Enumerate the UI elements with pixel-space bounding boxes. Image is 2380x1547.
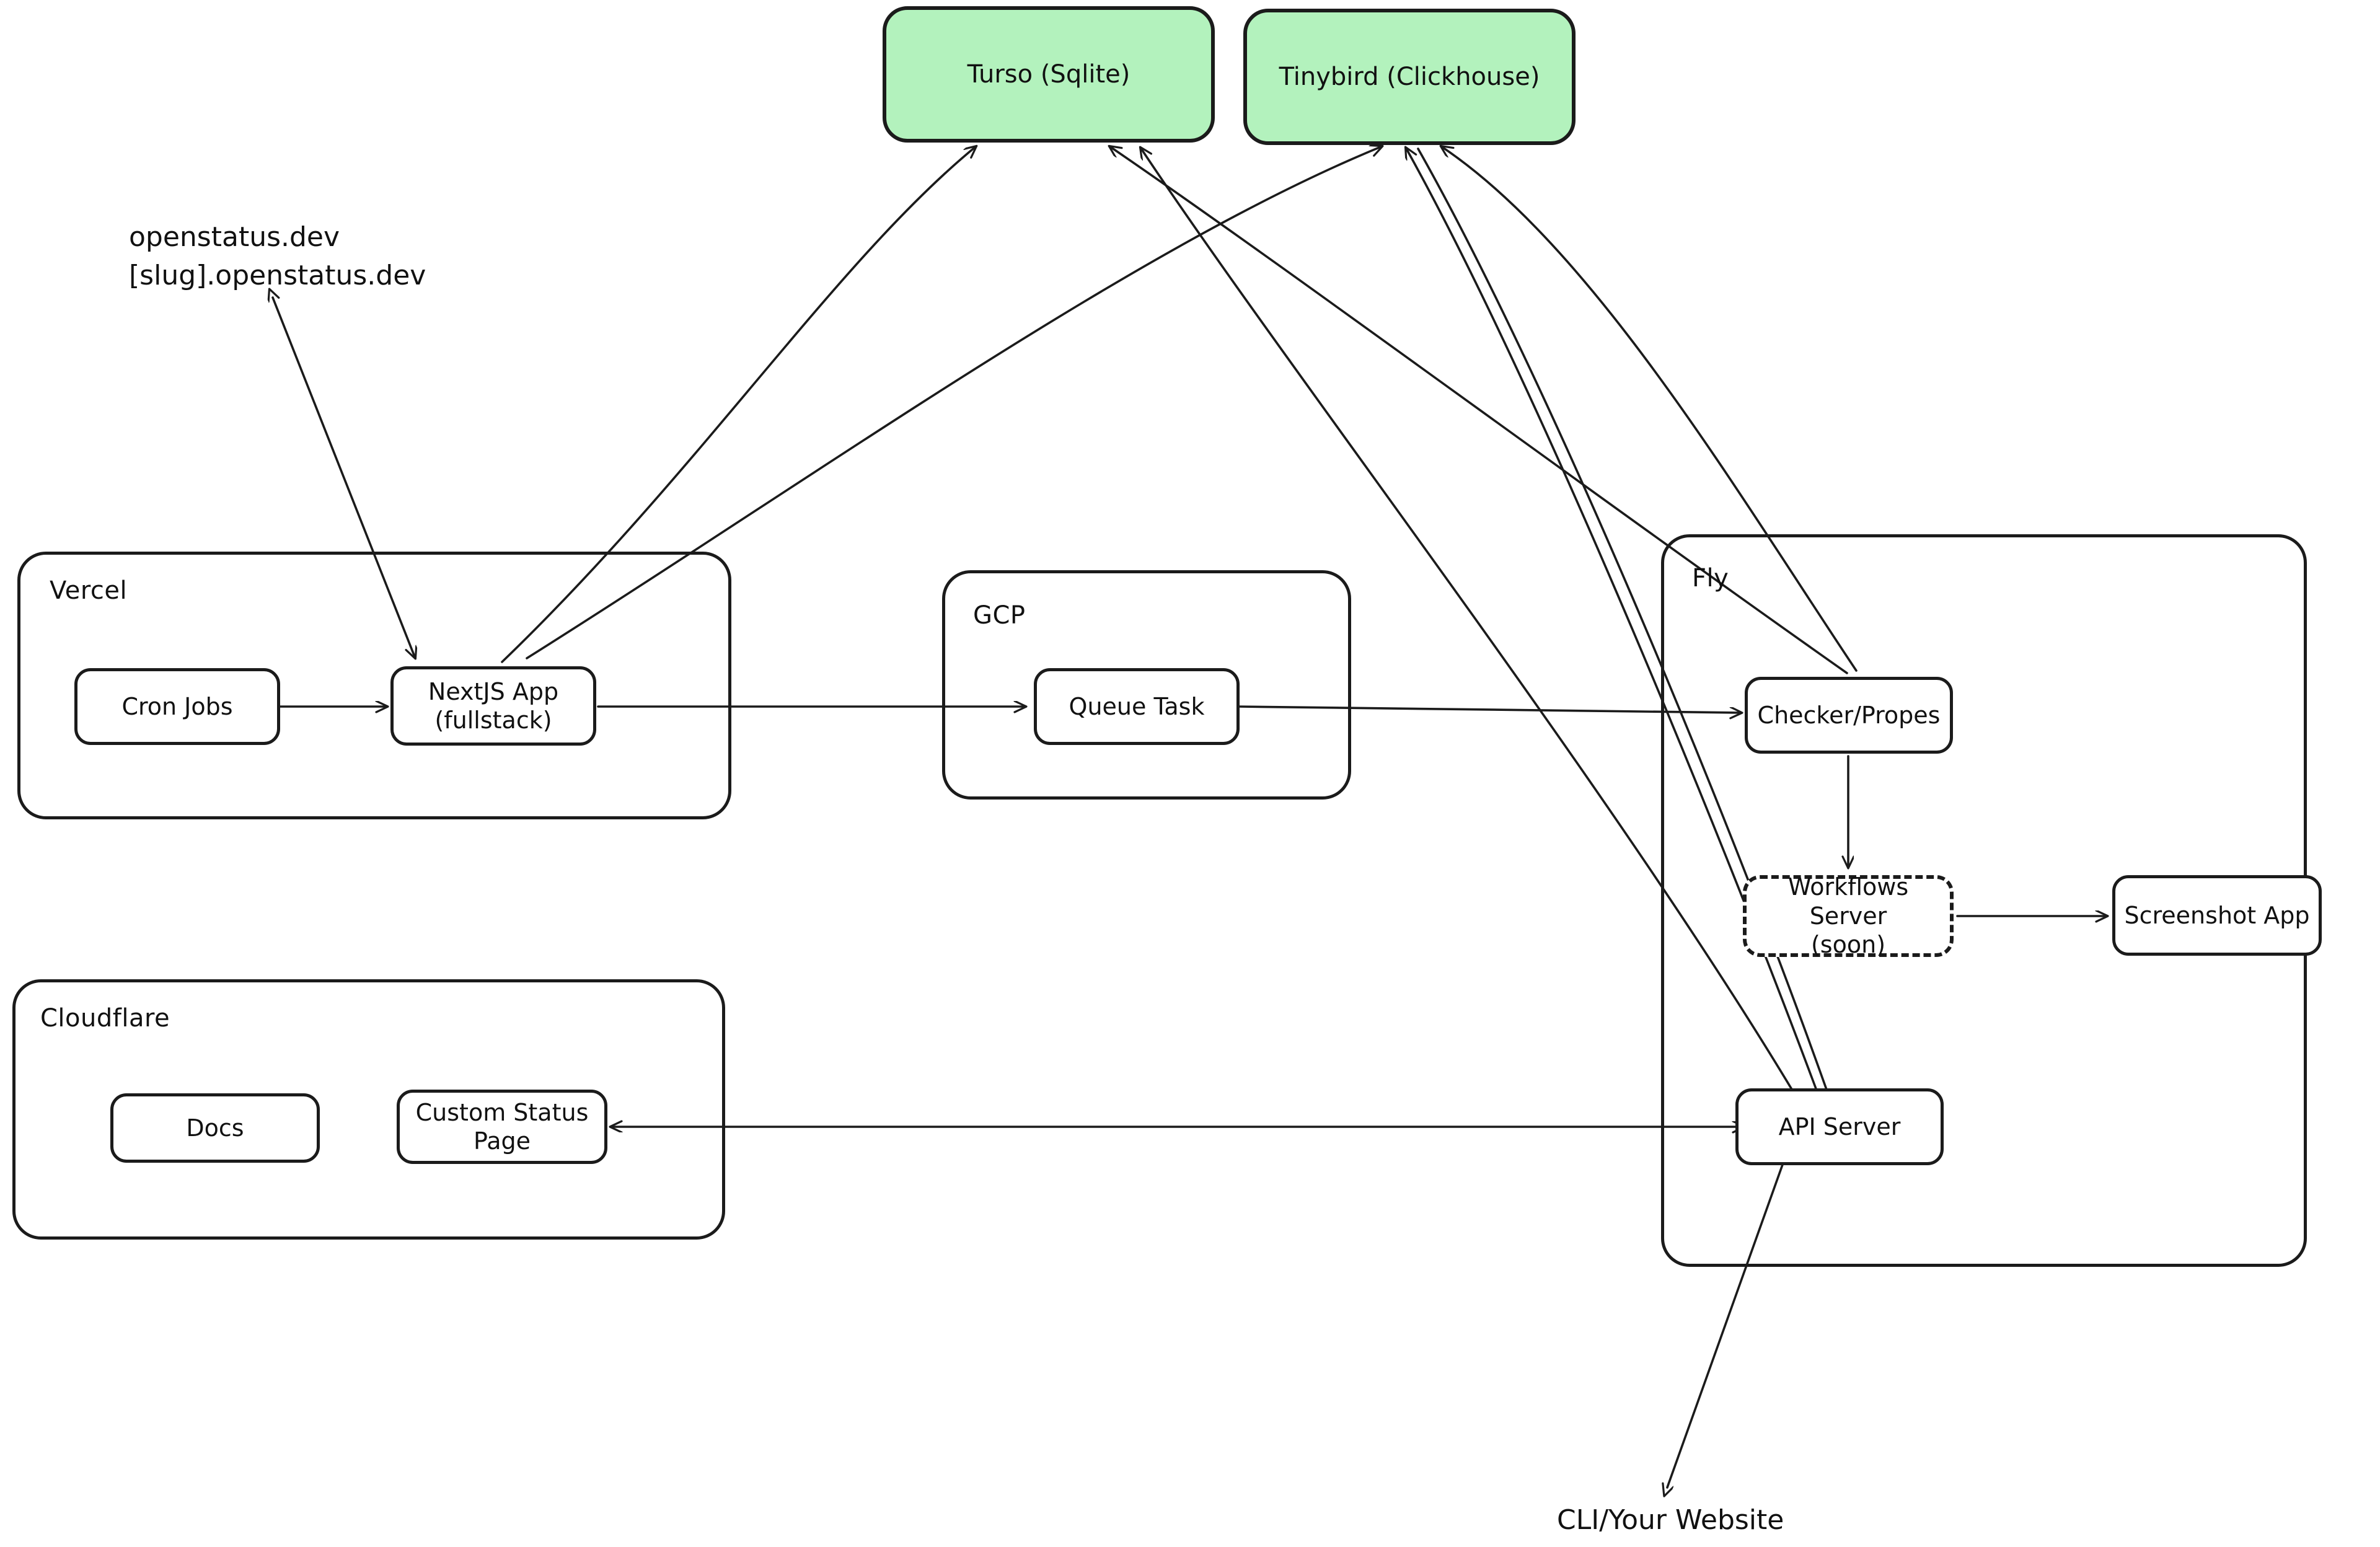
node-workflows-server-label: Workflows Server (soon) — [1787, 873, 1909, 959]
group-label-cloudflare: Cloudflare — [40, 1004, 170, 1033]
node-cron-jobs[interactable]: Cron Jobs — [74, 668, 280, 745]
node-custom-status-page-label: Custom Status Page — [415, 1098, 589, 1155]
node-checker-probes[interactable]: Checker/Propes — [1745, 677, 1953, 754]
node-screenshot-app[interactable]: Screenshot App — [2112, 875, 2322, 956]
label-cli-website: CLI/Your Website — [1557, 1504, 1784, 1536]
group-label-vercel: Vercel — [50, 576, 128, 605]
node-custom-status-page[interactable]: Custom Status Page — [397, 1090, 607, 1164]
node-docs[interactable]: Docs — [110, 1093, 320, 1163]
node-queue-task-label: Queue Task — [1069, 692, 1205, 720]
node-api-server-label: API Server — [1778, 1113, 1901, 1140]
group-cloudflare — [12, 979, 725, 1240]
node-checker-probes-label: Checker/Propes — [1757, 701, 1941, 729]
group-label-fly: Fly — [1692, 564, 1729, 593]
node-screenshot-app-label: Screenshot App — [2124, 901, 2310, 929]
group-label-gcp: GCP — [973, 601, 1026, 630]
group-vercel — [17, 552, 731, 819]
node-api-server[interactable]: API Server — [1735, 1088, 1944, 1165]
node-tinybird[interactable]: Tinybird (Clickhouse) — [1243, 9, 1576, 145]
node-cron-jobs-label: Cron Jobs — [121, 692, 233, 720]
node-docs-label: Docs — [186, 1114, 244, 1142]
node-tinybird-label: Tinybird (Clickhouse) — [1279, 62, 1540, 91]
node-turso[interactable]: Turso (Sqlite) — [883, 6, 1215, 143]
node-workflows-server[interactable]: Workflows Server (soon) — [1743, 873, 1954, 959]
group-gcp — [942, 570, 1351, 800]
label-domains: openstatus.dev [slug].openstatus.dev — [129, 221, 426, 292]
node-nextjs-app[interactable]: NextJS App (fullstack) — [390, 666, 596, 746]
node-turso-label: Turso (Sqlite) — [967, 60, 1130, 89]
node-nextjs-app-label: NextJS App (fullstack) — [428, 677, 559, 734]
node-queue-task[interactable]: Queue Task — [1034, 668, 1240, 745]
